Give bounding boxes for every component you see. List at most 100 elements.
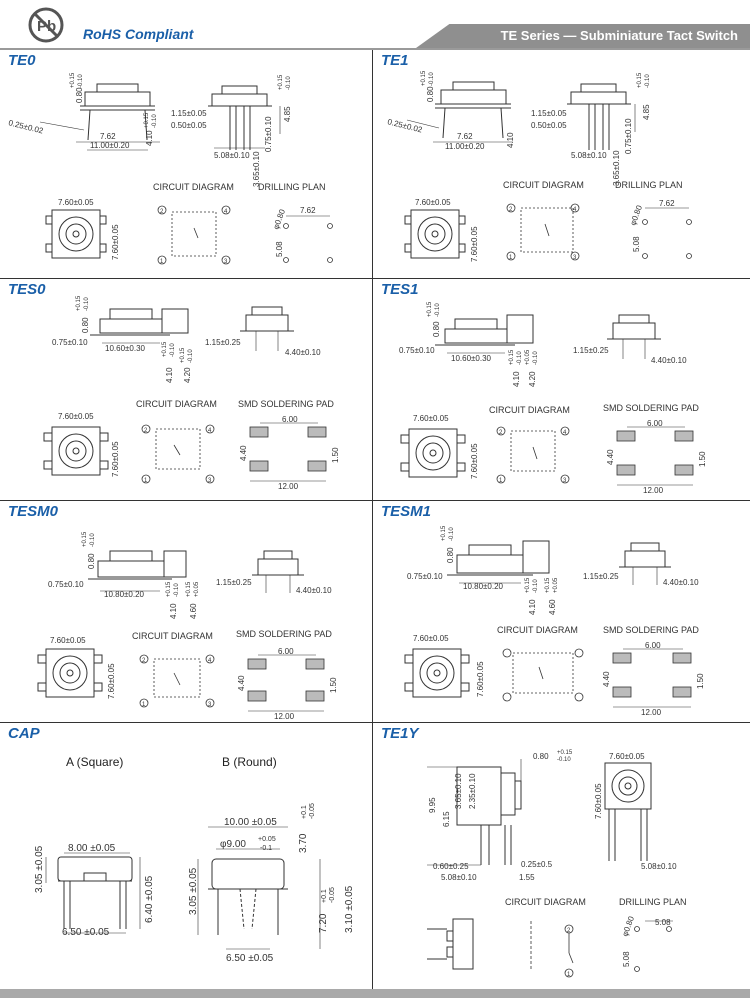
svg-text:+0.05: +0.05	[553, 577, 559, 593]
te0-drawing: 0.80 +0.15 -0.10 0.25±0.02 7.62 11.00±0.…	[8, 72, 333, 265]
svg-text:2: 2	[567, 928, 571, 934]
svg-text:0.25±0.02: 0.25±0.02	[387, 117, 424, 134]
svg-text:3.65±0.10: 3.65±0.10	[454, 773, 463, 809]
svg-text:+0.15: +0.15	[557, 750, 573, 756]
svg-text:10.80±0.20: 10.80±0.20	[463, 582, 504, 591]
svg-text:-0.10: -0.10	[533, 351, 539, 365]
svg-text:2.35±0.10: 2.35±0.10	[468, 773, 477, 809]
svg-text:+0.05: +0.05	[258, 836, 276, 843]
svg-text:-0.10: -0.10	[449, 527, 455, 541]
svg-text:DRILLING PLAN: DRILLING PLAN	[615, 180, 683, 190]
svg-text:1.15±0.25: 1.15±0.25	[583, 572, 619, 581]
section-title: TESM0	[8, 503, 59, 520]
svg-text:4: 4	[563, 430, 567, 436]
svg-text:12.00: 12.00	[274, 712, 295, 721]
section-title: CAP	[8, 725, 40, 742]
svg-text:-0.10: -0.10	[188, 349, 194, 363]
svg-text:5.08: 5.08	[622, 951, 631, 967]
svg-text:5.08±0.10: 5.08±0.10	[641, 862, 677, 871]
svg-text:6.40 ±0.05: 6.40 ±0.05	[144, 875, 155, 923]
svg-text:7.60±0.05: 7.60±0.05	[476, 661, 485, 697]
svg-text:12.00: 12.00	[643, 486, 664, 495]
svg-text:4.60: 4.60	[548, 599, 557, 615]
pb-free-logo-icon: Pb	[28, 7, 64, 43]
svg-text:-0.10: -0.10	[533, 579, 539, 593]
svg-text:4.10: 4.10	[169, 603, 178, 619]
svg-text:1: 1	[144, 478, 148, 484]
svg-text:3: 3	[573, 255, 577, 261]
svg-text:-0.10: -0.10	[645, 74, 651, 88]
svg-text:3.65±0.10: 3.65±0.10	[612, 150, 621, 186]
svg-text:CIRCUIT DIAGRAM: CIRCUIT DIAGRAM	[153, 182, 234, 192]
svg-text:3: 3	[224, 259, 228, 265]
svg-text:0.75±0.10: 0.75±0.10	[52, 338, 88, 347]
svg-text:+0.05: +0.05	[194, 581, 200, 597]
svg-text:7.60±0.05: 7.60±0.05	[50, 636, 86, 645]
svg-text:3: 3	[208, 478, 212, 484]
svg-text:4.40: 4.40	[602, 671, 611, 687]
svg-text:SMD SOLDERING PAD: SMD SOLDERING PAD	[603, 403, 699, 413]
svg-text:0.75±0.10: 0.75±0.10	[407, 572, 443, 581]
tes1-drawing: 0.80 +0.15 -0.10 0.75±0.10 10.60±0.30 4.…	[399, 301, 707, 495]
svg-text:+0.15: +0.15	[637, 72, 643, 88]
svg-text:1.50: 1.50	[696, 673, 705, 689]
svg-text:+0.15: +0.15	[509, 349, 515, 365]
svg-text:2: 2	[509, 207, 513, 213]
row-divider-1	[0, 278, 750, 279]
svg-text:CIRCUIT DIAGRAM: CIRCUIT DIAGRAM	[497, 625, 578, 635]
svg-text:4.40±0.10: 4.40±0.10	[651, 356, 687, 365]
svg-text:6.00: 6.00	[278, 647, 294, 656]
svg-text:7.60±0.05: 7.60±0.05	[111, 441, 120, 477]
svg-text:10.60±0.30: 10.60±0.30	[451, 354, 492, 363]
svg-text:3.65±0.10: 3.65±0.10	[252, 151, 261, 187]
svg-text:4.10: 4.10	[512, 371, 521, 387]
svg-text:φ9.00: φ9.00	[220, 839, 246, 850]
rohs-compliant-label: RoHS Compliant	[83, 26, 194, 42]
svg-text:0.25±0.02: 0.25±0.02	[8, 118, 45, 135]
svg-text:7.62: 7.62	[100, 132, 116, 141]
svg-text:SMD SOLDERING PAD: SMD SOLDERING PAD	[236, 629, 332, 639]
svg-text:0.80: 0.80	[426, 86, 435, 102]
svg-text:4: 4	[224, 209, 228, 215]
svg-text:-0.10: -0.10	[517, 351, 523, 365]
series-banner: TE Series — Subminiature Tact Switch	[416, 24, 750, 48]
svg-text:3.05 ±0.05: 3.05 ±0.05	[34, 845, 45, 893]
svg-text:-0.10: -0.10	[152, 114, 158, 128]
svg-text:-0.10: -0.10	[286, 76, 292, 90]
section-tesm1: TESM1 0.80 +0.15 -0.10 0.75±0.10 10.80±0…	[373, 501, 750, 722]
svg-text:1.15±0.05: 1.15±0.05	[531, 109, 567, 118]
svg-text:φ0.80: φ0.80	[628, 204, 644, 227]
svg-text:1: 1	[567, 972, 571, 978]
svg-text:-0.10: -0.10	[170, 343, 176, 357]
section-title: TE0	[8, 52, 36, 69]
cap-drawing: 8.00 ±0.05 3.05 ±0.05 6.40 ±0.05 6.50 ±0…	[34, 803, 355, 964]
svg-text:2: 2	[160, 209, 164, 215]
page-header: Pb RoHS Compliant TE Series — Subminiatu…	[0, 0, 750, 48]
svg-text:1: 1	[142, 702, 146, 708]
svg-text:5.08: 5.08	[275, 241, 284, 257]
svg-text:4: 4	[208, 428, 212, 434]
svg-text:+0.15: +0.15	[144, 112, 150, 128]
svg-text:0.80: 0.80	[87, 553, 96, 569]
svg-text:+0.15: +0.15	[82, 531, 88, 547]
svg-text:7.60±0.05: 7.60±0.05	[413, 634, 449, 643]
tesm1-drawing: 0.80 +0.15 -0.10 0.75±0.10 10.80±0.20 4.…	[404, 525, 705, 717]
te1-drawing: 0.80 +0.15 -0.10 0.25±0.02 7.62 11.00±0.…	[387, 70, 692, 262]
header-rule	[0, 48, 750, 50]
svg-text:-0.05: -0.05	[329, 887, 336, 903]
svg-text:1.50: 1.50	[329, 677, 338, 693]
section-title: TE1Y	[381, 725, 419, 742]
svg-text:CIRCUIT DIAGRAM: CIRCUIT DIAGRAM	[503, 180, 584, 190]
cap-b-label: B (Round)	[222, 755, 277, 769]
svg-text:+0.15: +0.15	[180, 347, 186, 363]
svg-text:DRILLING PLAN: DRILLING PLAN	[619, 897, 687, 907]
svg-text:7.62: 7.62	[659, 199, 675, 208]
svg-text:0.75±0.10: 0.75±0.10	[48, 580, 84, 589]
svg-text:+0.15: +0.15	[166, 581, 172, 597]
svg-text:4.20: 4.20	[528, 371, 537, 387]
svg-text:4.40±0.10: 4.40±0.10	[663, 578, 699, 587]
svg-text:0.80: 0.80	[446, 547, 455, 563]
tes0-drawing: 0.80 +0.15 -0.10 0.75±0.10 10.60±0.30 4.…	[43, 295, 340, 491]
section-tes0: TES0 0.80 +0.15 -0.10 0.75±0.10 10.60±0.…	[0, 279, 372, 500]
svg-text:+0.15: +0.15	[441, 525, 447, 541]
